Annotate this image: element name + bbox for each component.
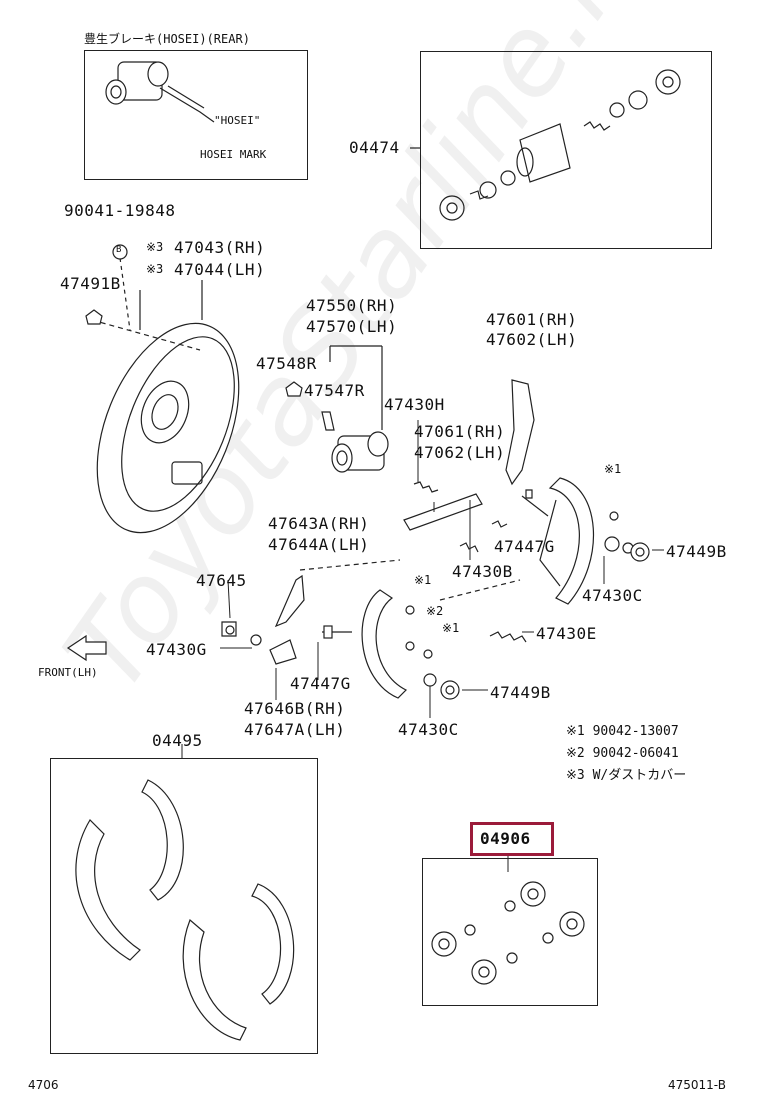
- label-47547R: 47547R: [304, 381, 365, 400]
- note-1: ※1 90042-13007: [566, 724, 679, 739]
- wheel-cylinder-kit-box: [420, 51, 712, 249]
- label-47570: 47570(LH): [306, 317, 398, 336]
- shoe-set-box: [50, 758, 318, 1054]
- note-2: ※2 90042-06041: [566, 746, 679, 761]
- label-47601: 47601(RH): [486, 310, 578, 329]
- label-47644A: 47644A(LH): [268, 535, 370, 554]
- note-3-mark: ※3: [566, 768, 585, 783]
- note-2-mark: ※2: [566, 746, 585, 761]
- hosei-cylinder-drawing: [105, 61, 215, 123]
- label-04495: 04495: [152, 731, 203, 750]
- front-arrow-icon: [66, 634, 107, 662]
- label-47643A: 47643A(RH): [268, 514, 370, 533]
- shoe-set-drawing: [75, 779, 295, 1041]
- mark-2: ※2: [426, 604, 444, 618]
- label-47646B: 47646B(RH): [244, 699, 346, 718]
- label-04906: 04906: [480, 829, 531, 848]
- footer-right: 475011-B: [668, 1078, 726, 1092]
- label-47430H: 47430H: [384, 395, 445, 414]
- label-47447G-lh: 47447G: [290, 674, 351, 693]
- mark-1-rh-shoe: ※1: [604, 462, 622, 476]
- label-47647A: 47647A(LH): [244, 720, 346, 739]
- label-47430B: 47430B: [452, 562, 513, 581]
- hosei-mark-quote: "HOSEI": [214, 114, 261, 127]
- label-04474: 04474: [349, 138, 400, 157]
- mark-1-a: ※1: [414, 573, 432, 587]
- label-47548R: 47548R: [256, 354, 317, 373]
- mark-3-lh: ※3: [146, 262, 164, 276]
- label-47449B-lh: 47449B: [490, 683, 551, 702]
- note-3: ※3 W/ダストカバー: [566, 768, 686, 783]
- note-3-text: W/ダストカバー: [592, 768, 687, 783]
- cup-kit-box: [422, 858, 598, 1006]
- mark-3-rh: ※3: [146, 240, 164, 254]
- label-47645: 47645: [196, 571, 247, 590]
- label-47430C-rh: 47430C: [582, 586, 643, 605]
- label-47449B-rh: 47449B: [666, 542, 727, 561]
- highlight-04906[interactable]: 04906: [470, 822, 554, 856]
- hosei-title: 豊生ブレーキ(HOSEI)(REAR): [84, 32, 250, 46]
- footer-left: 4706: [28, 1078, 59, 1092]
- label-47430C-lh: 47430C: [398, 720, 459, 739]
- note-1-mark: ※1: [566, 724, 585, 739]
- label-47061: 47061(RH): [414, 422, 506, 441]
- label-47491B: 47491B: [60, 274, 121, 293]
- wheel-cylinder-assy-drawing: [285, 345, 389, 473]
- mark-1-b: ※1: [442, 621, 460, 635]
- label-47550: 47550(RH): [306, 296, 398, 315]
- label-47602: 47602(LH): [486, 330, 578, 349]
- hosei-inset-box: [84, 50, 308, 180]
- bolt-mark-b: B: [116, 245, 122, 255]
- label-47062: 47062(LH): [414, 443, 506, 462]
- note-1-text: 90042-13007: [592, 724, 679, 739]
- brake-shoe-rh-drawing: [539, 477, 650, 605]
- label-47044: 47044(LH): [174, 260, 266, 279]
- label-90041-19848: 90041-19848: [64, 201, 176, 220]
- label-47447G-rh: 47447G: [494, 537, 555, 556]
- backing-plate-drawing: [85, 244, 240, 534]
- note-2-text: 90042-06041: [592, 746, 679, 761]
- adjuster-lever-drawing: [403, 379, 549, 553]
- label-47430G: 47430G: [146, 640, 207, 659]
- label-47430E: 47430E: [536, 624, 597, 643]
- front-lh-label: FRONT(LH): [38, 666, 98, 679]
- wheel-cylinder-kit-drawing: [410, 69, 681, 221]
- hosei-mark-label: HOSEI MARK: [200, 148, 267, 161]
- leader-lines: [181, 420, 664, 872]
- cup-kit-drawing: [431, 881, 585, 985]
- label-47043: 47043(RH): [174, 238, 266, 257]
- brake-shoe-lh-drawing: [221, 559, 527, 700]
